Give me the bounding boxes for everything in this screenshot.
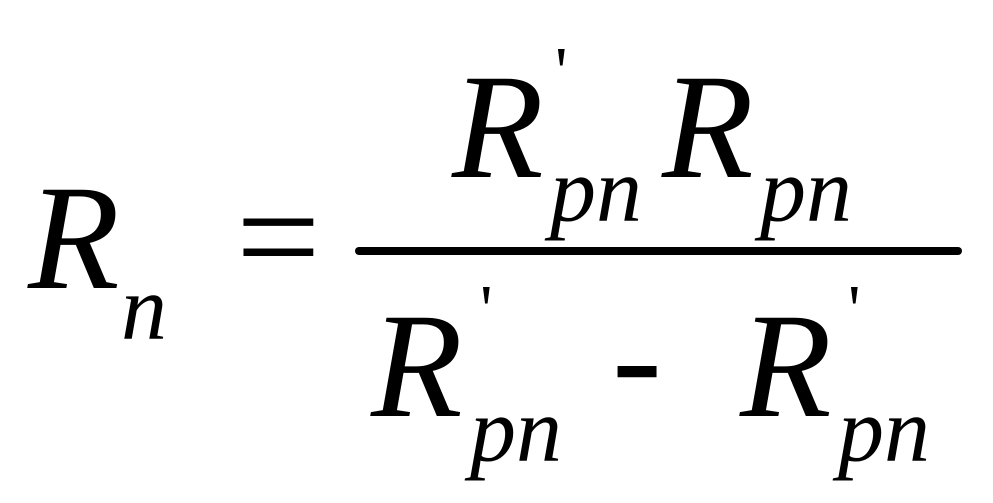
denominator-term1-prime: ': [480, 272, 493, 349]
numerator-term1-symbol: R: [452, 44, 544, 210]
numerator-term1-subscript: pn: [550, 139, 642, 241]
numerator-term1-prime: ': [555, 34, 568, 111]
numerator-term2-subscript: pn: [760, 139, 852, 241]
denominator-term2-symbol: R: [740, 283, 832, 449]
lhs-symbol: R: [28, 155, 120, 321]
minus-sign: -: [612, 274, 662, 440]
equals-sign: =: [236, 154, 321, 320]
denominator-term1-subscript: pn: [470, 379, 562, 481]
denominator-term2-prime: ': [848, 272, 861, 349]
denominator-term1-symbol: R: [371, 283, 463, 449]
numerator-term2-symbol: R: [662, 44, 754, 210]
fraction-bar: [355, 247, 962, 255]
denominator-term2-subscript: pn: [838, 379, 930, 481]
lhs-subscript: n: [121, 257, 167, 359]
